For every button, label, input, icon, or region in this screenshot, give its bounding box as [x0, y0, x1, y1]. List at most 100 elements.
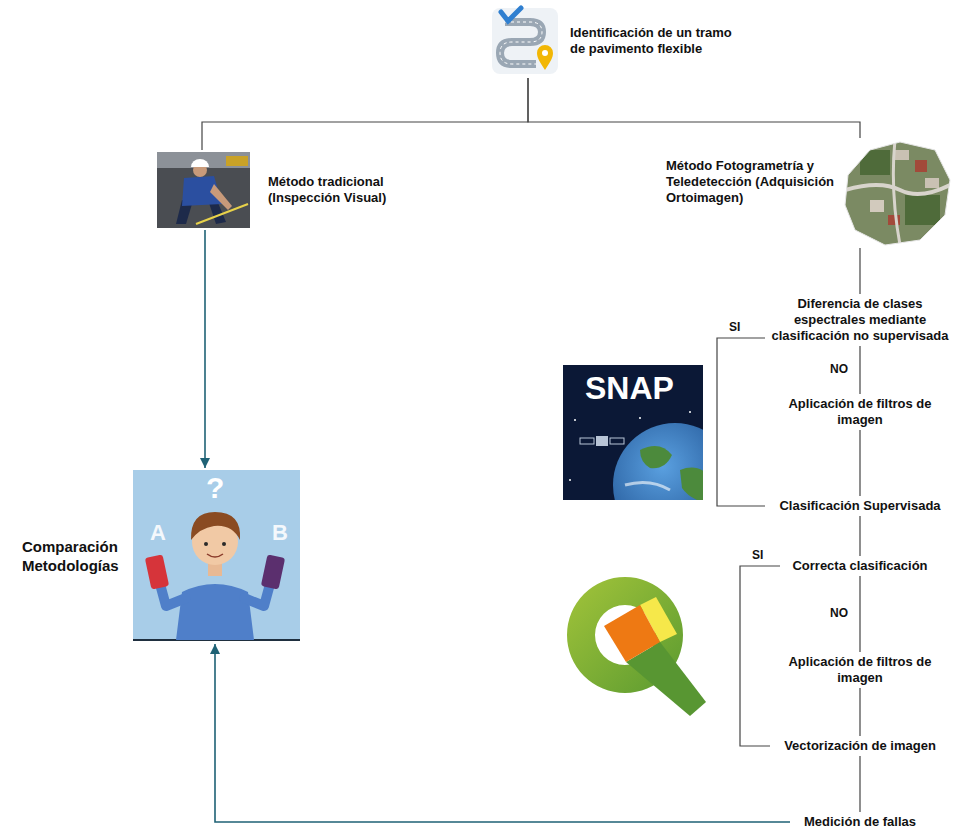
connector [528, 78, 860, 138]
measuring-tape [196, 204, 248, 224]
connectors [202, 78, 860, 822]
process-step: Vectorización de imagen [770, 736, 950, 756]
route-icon [492, 8, 558, 74]
ortho-roof [915, 160, 927, 172]
snap-logo [563, 365, 737, 547]
hair [191, 512, 240, 540]
ortho-road [893, 140, 900, 245]
connector [859, 346, 860, 394]
connector [204, 230, 206, 468]
process-step: Aplicación de filtros de imagen [778, 394, 942, 430]
decision-step: Diferencia de clases espectrales mediant… [765, 294, 955, 346]
connector [859, 248, 860, 294]
satellite-body [596, 436, 608, 446]
check-mark [501, 8, 521, 21]
ortho-trees [905, 195, 940, 225]
method-box: Método tradicional (Inspección Visual) [155, 150, 404, 230]
red-phone [145, 554, 169, 589]
road-curve [500, 22, 542, 64]
ortho-roof [925, 178, 939, 188]
branch-label: NO [828, 606, 850, 621]
vehicle [226, 156, 248, 166]
solar-panel [610, 438, 624, 444]
option-letter: A [150, 521, 166, 545]
connector [859, 688, 860, 736]
arm [160, 584, 186, 606]
orthoimage [840, 138, 955, 250]
start-step: Identificación de un tramo de pavimento … [488, 4, 746, 78]
method-box: Método Fotogrametría y Teledetección (Ad… [662, 138, 952, 248]
node-text: Método Fotogrametría y Teledetección (Ad… [666, 158, 842, 206]
ortho-roof [870, 200, 884, 212]
ortho-outline [845, 142, 950, 245]
node-text: Aplicación de filtros de imagen [780, 396, 940, 428]
connector [740, 566, 780, 746]
star [639, 417, 641, 419]
q-orange [604, 605, 660, 662]
process-step: Aplicación de filtros de imagen [778, 652, 942, 688]
shirt [176, 584, 254, 640]
asphalt [157, 152, 250, 228]
purple-phone [261, 554, 285, 589]
node-text: Diferencia de clases espectrales mediant… [767, 296, 953, 344]
comparison-picture [133, 470, 300, 640]
ortho-trees [860, 150, 890, 175]
node-text: Método tradicional (Inspección Visual) [268, 174, 400, 206]
ortho-ground [840, 138, 955, 250]
land [680, 468, 703, 500]
connector [859, 756, 860, 812]
solar-panel [580, 438, 594, 444]
pin-dot [542, 50, 548, 56]
node-text: Medición de fallas [792, 814, 928, 830]
connector [859, 576, 860, 652]
qgis-logo [567, 577, 706, 716]
node-text: Identificación de un tramo de pavimento … [570, 25, 742, 57]
branch-label: NO [828, 362, 850, 377]
land [640, 446, 672, 468]
satellite [580, 436, 624, 446]
decision-step: Correcta clasificación [780, 556, 940, 576]
location-pin [537, 45, 553, 70]
ortho-road [845, 185, 950, 194]
star [569, 479, 571, 481]
process-step: Clasificación Supervisada [765, 496, 955, 516]
logo-earth [613, 423, 703, 500]
option-letter: B [272, 521, 288, 545]
logo-text: SNAP [585, 371, 674, 406]
cloud [625, 482, 670, 490]
connector [202, 78, 528, 150]
process-step: Medición de fallas [790, 812, 930, 832]
connector [859, 516, 860, 556]
earth [613, 423, 703, 500]
mouth [207, 554, 223, 557]
photo-background [157, 152, 250, 168]
connector [859, 430, 860, 496]
question-mark: ? [206, 471, 224, 504]
icon-ground [492, 8, 558, 74]
connector [215, 644, 790, 822]
ortho-roof [895, 150, 909, 160]
ortho-roof [888, 215, 900, 225]
branch-label: SI [727, 320, 742, 335]
result-box: Comparación Metodologías [20, 468, 302, 644]
node-text: Comparación Metodologías [22, 537, 134, 575]
eye [204, 542, 208, 546]
node-text: Vectorización de imagen [772, 738, 948, 754]
star [689, 411, 691, 413]
node-text: Aplicación de filtros de imagen [780, 654, 940, 686]
node-text: Correcta clasificación [782, 558, 938, 574]
arm [210, 184, 232, 210]
arm [244, 584, 270, 606]
eye [222, 542, 226, 546]
node-text: Clasificación Supervisada [767, 498, 953, 514]
connector [717, 338, 765, 506]
road-dash [500, 22, 542, 64]
star [574, 419, 576, 421]
picture-ground [133, 470, 300, 640]
hard-hat [191, 159, 209, 167]
inspector-photo [157, 152, 250, 228]
branch-label: SI [750, 548, 765, 563]
